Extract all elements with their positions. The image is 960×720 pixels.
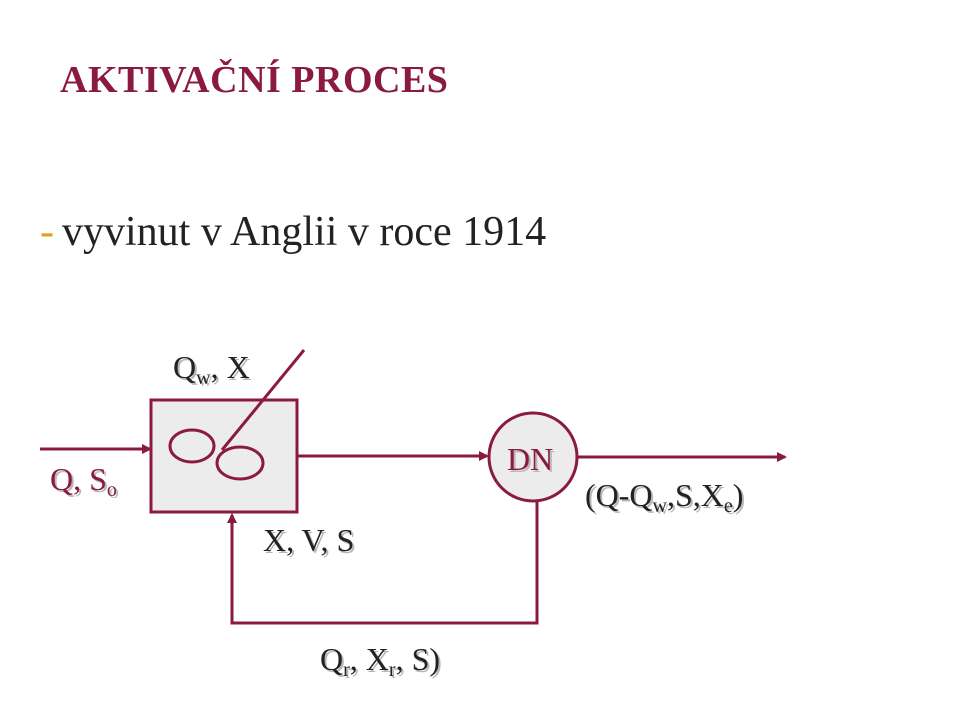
svg-text:(Q-Qw,S,Xe): (Q-Qw,S,Xe) xyxy=(587,479,745,519)
return-sludge-line xyxy=(227,501,539,625)
bullet-item: -vyvinut v Anglii v roce 1914 xyxy=(40,208,546,256)
clarifier-label: DN xyxy=(507,441,553,477)
svg-text:Q, So: Q, So xyxy=(52,463,119,503)
svg-text:X, V, S: X, V, S xyxy=(265,524,356,560)
bullet-dash: - xyxy=(40,209,54,255)
tank-contents-label: X, V, S xyxy=(263,522,354,558)
aerator-circle-left xyxy=(168,428,216,464)
inflow-label: Q, So xyxy=(50,461,117,501)
return-sludge-label: Qr, Xr, S) xyxy=(320,641,440,681)
aerator-circle-right xyxy=(215,445,265,481)
waste-label: Qw, X xyxy=(173,349,250,389)
outflow-label: (Q-Qw,S,Xe) xyxy=(585,477,743,517)
waste-sludge-line xyxy=(220,349,306,451)
slide-title: AKTIVAČNÍ PROCES xyxy=(60,59,449,101)
svg-text:Qr, Xr, S): Qr, Xr, S) xyxy=(322,643,442,683)
svg-text:DN: DN xyxy=(509,443,555,479)
bullet-text: vyvinut v Anglii v roce 1914 xyxy=(62,209,547,255)
svg-text:Qw, X: Qw, X xyxy=(175,351,252,391)
